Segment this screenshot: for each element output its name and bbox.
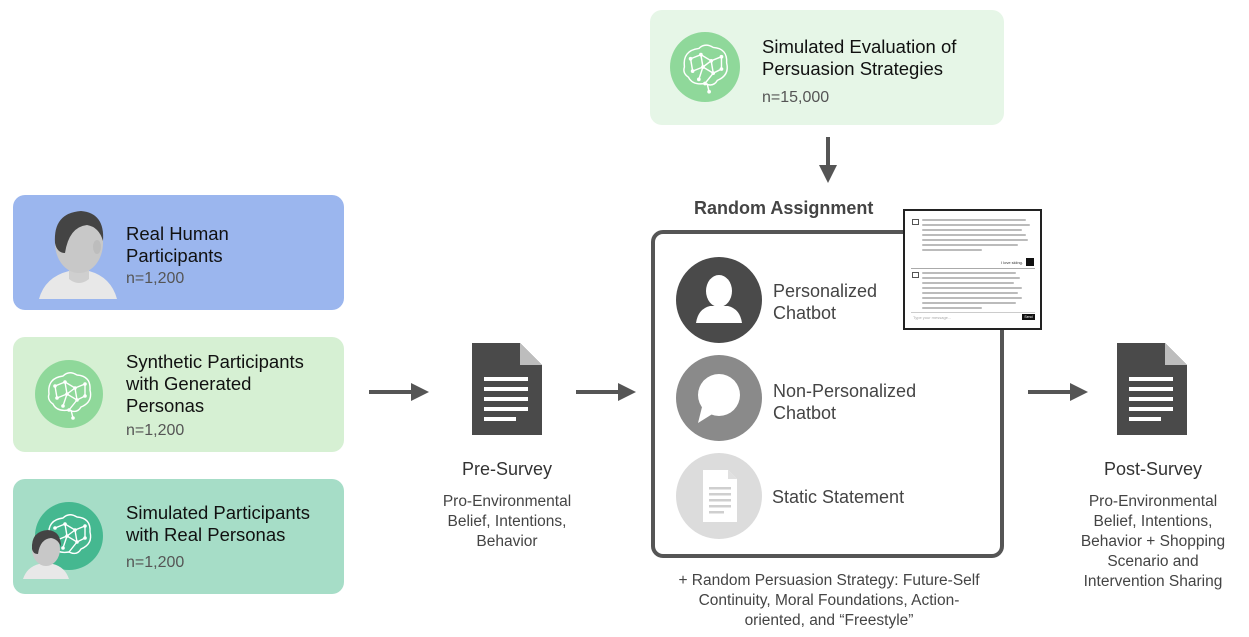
document-icon (1117, 343, 1187, 435)
message-input[interactable]: Type your message... Send (911, 312, 1035, 321)
post-survey-title: Post-Survey (1103, 459, 1203, 479)
human-head-icon (39, 211, 117, 299)
arrow-right-icon (576, 383, 636, 401)
chat-preview: I love skiing. Type your message... Send (903, 209, 1042, 330)
condition-label: Static Statement (772, 487, 905, 507)
bot-avatar-icon (912, 272, 919, 278)
brain-network-icon (670, 32, 740, 102)
pre-survey-title: Pre-Survey (461, 459, 553, 479)
condition-label: Non-Personalized Chatbot (773, 381, 917, 423)
persuasion-strategy-note: + Random Persuasion Strategy: Future-Sel… (678, 572, 980, 629)
arrow-right-icon (1028, 383, 1088, 401)
real-human-participants-card: Real Human Participants n=1,200 (13, 195, 344, 310)
human-head-icon (23, 530, 69, 579)
card-title: Synthetic Participants with Generated Pe… (126, 351, 304, 416)
post-survey-label: Post-Survey Pro-Environmental Belief, In… (1060, 458, 1246, 592)
user-reply: I love skiing. (1001, 260, 1024, 265)
participant-count: n=1,200 (126, 554, 185, 571)
random-assignment-title: Random Assignment (694, 198, 874, 218)
card-title: Simulated Participants with Real Persona… (126, 502, 311, 545)
user-avatar-icon (1026, 258, 1034, 266)
bot-avatar-icon (912, 219, 919, 225)
person-icon (676, 257, 762, 343)
simulated-evaluation-card: Simulated Evaluation of Persuasion Strat… (650, 10, 1004, 125)
card-title: Simulated Evaluation of Persuasion Strat… (762, 36, 957, 79)
synthetic-participants-card: Synthetic Participants with Generated Pe… (13, 337, 344, 452)
document-icon (472, 343, 542, 435)
condition-label: Personalized Chatbot (773, 281, 878, 323)
arrow-right-icon (369, 383, 429, 401)
pre-survey-label: Pre-Survey Pro-Environmental Belief, Int… (418, 458, 596, 552)
participant-count: n=1,200 (126, 270, 185, 287)
pre-survey-description: Pro-Environmental Belief, Intentions, Be… (442, 493, 572, 550)
message-input-placeholder: Type your message... (913, 315, 952, 320)
arrow-down-icon (819, 137, 837, 183)
post-survey-description: Pro-Environmental Belief, Intentions, Be… (1080, 493, 1226, 590)
send-button[interactable]: Send (1022, 314, 1035, 320)
simulated-count: n=15,000 (762, 89, 830, 106)
participant-count: n=1,200 (126, 422, 185, 439)
card-title: Real Human Participants (126, 223, 229, 266)
brain-network-icon (35, 360, 103, 428)
simulated-participants-card: Simulated Participants with Real Persona… (13, 479, 344, 594)
document-icon (676, 453, 762, 539)
speech-bubble-icon (676, 355, 762, 441)
